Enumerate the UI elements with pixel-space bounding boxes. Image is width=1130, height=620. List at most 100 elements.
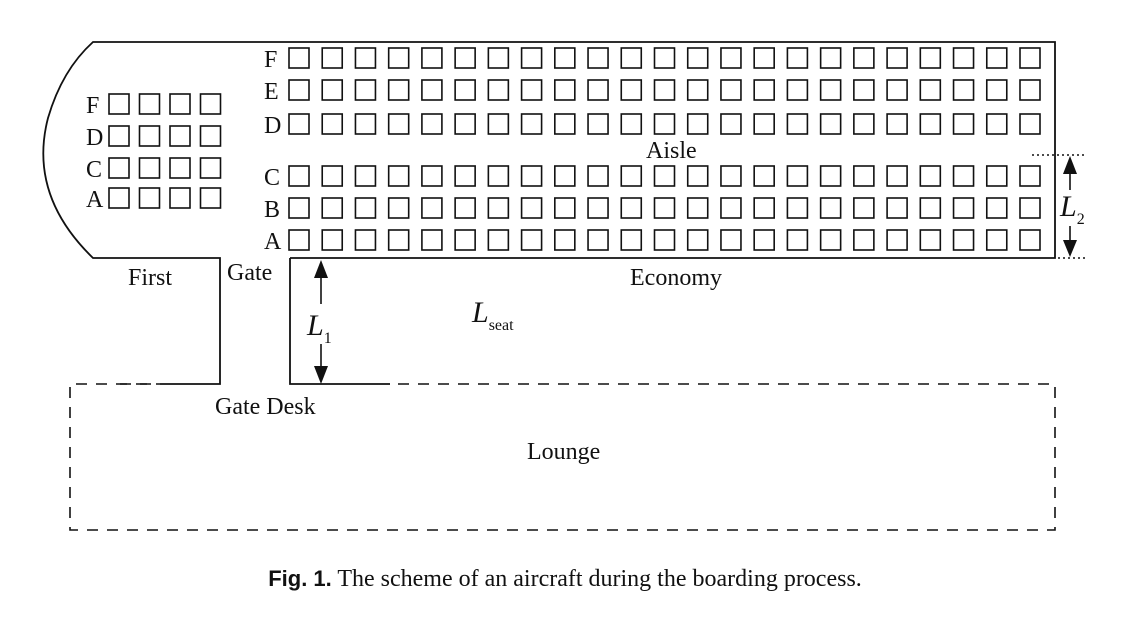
- economy-seat-c-1: [288, 165, 310, 187]
- economy-seat-b-18: [853, 197, 875, 219]
- economy-seat-e-7: [487, 79, 510, 101]
- economy-seat-b-11: [620, 197, 643, 219]
- first-seat-d-2: [138, 125, 161, 147]
- economy-label: Economy: [630, 265, 722, 291]
- economy-seat-e-5: [421, 79, 443, 101]
- gate-label: Gate: [227, 260, 272, 286]
- economy-seat-e-16: [786, 79, 809, 101]
- economy-seat-e-3: [354, 79, 377, 101]
- economy-seat-e-6: [454, 79, 476, 101]
- economy-row-label-d: D: [264, 113, 281, 139]
- first-seat-c-1: [108, 157, 130, 179]
- economy-seat-a-20: [919, 229, 942, 251]
- economy-seat-a-12: [653, 229, 676, 251]
- economy-seat-d-9: [554, 113, 576, 135]
- economy-seat-f-19: [886, 47, 908, 69]
- economy-seat-c-6: [454, 165, 476, 187]
- economy-seat-e-19: [886, 79, 908, 101]
- economy-seat-e-15: [753, 79, 775, 101]
- economy-seat-b-10: [587, 197, 609, 219]
- lounge-label: Lounge: [527, 439, 600, 465]
- economy-seat-f-2: [321, 47, 344, 69]
- gate-desk-label: Gate Desk: [215, 394, 316, 420]
- economy-seat-f-6: [454, 47, 476, 69]
- economy-seat-e-9: [554, 79, 576, 101]
- first-seat-d-1: [108, 125, 130, 147]
- economy-seat-a-23: [1019, 229, 1041, 251]
- economy-seat-c-16: [786, 165, 809, 187]
- economy-seat-a-9: [554, 229, 576, 251]
- economy-seat-a-1: [288, 229, 310, 251]
- figure-caption-label: Fig. 1.: [268, 566, 332, 591]
- economy-seat-c-4: [387, 165, 410, 187]
- economy-seat-b-4: [387, 197, 410, 219]
- economy-seat-a-8: [520, 229, 543, 251]
- economy-seat-e-20: [919, 79, 942, 101]
- economy-seat-f-22: [985, 47, 1008, 69]
- economy-seat-f-8: [520, 47, 543, 69]
- economy-seat-f-12: [653, 47, 676, 69]
- economy-seat-d-17: [819, 113, 842, 135]
- economy-seat-d-10: [587, 113, 609, 135]
- economy-seat-d-18: [853, 113, 875, 135]
- economy-seat-d-20: [919, 113, 942, 135]
- economy-seat-d-11: [620, 113, 643, 135]
- aisle-label: Aisle: [646, 138, 697, 164]
- economy-seat-f-1: [288, 47, 310, 69]
- first-class-seats: [108, 93, 222, 209]
- economy-seat-b-20: [919, 197, 942, 219]
- economy-seat-d-23: [1019, 113, 1041, 135]
- economy-seat-d-7: [487, 113, 510, 135]
- economy-seat-b-23: [1019, 197, 1041, 219]
- economy-seat-f-3: [354, 47, 377, 69]
- economy-seat-d-2: [321, 113, 344, 135]
- economy-seat-f-4: [387, 47, 410, 69]
- lseat-symbol: Lseat: [471, 296, 514, 334]
- economy-seat-f-15: [753, 47, 775, 69]
- economy-seat-c-14: [720, 165, 742, 187]
- economy-seat-f-20: [919, 47, 942, 69]
- economy-seat-b-6: [454, 197, 476, 219]
- economy-seat-a-5: [421, 229, 443, 251]
- economy-seat-f-5: [421, 47, 443, 69]
- economy-seat-a-7: [487, 229, 510, 251]
- l2-symbol: L2: [1059, 190, 1085, 228]
- economy-seat-b-19: [886, 197, 908, 219]
- economy-seat-d-14: [720, 113, 742, 135]
- economy-seat-c-20: [919, 165, 942, 187]
- economy-seat-a-10: [587, 229, 609, 251]
- economy-seat-b-21: [952, 197, 975, 219]
- economy-seat-f-13: [686, 47, 709, 69]
- economy-seat-a-2: [321, 229, 344, 251]
- economy-seat-c-8: [520, 165, 543, 187]
- economy-seat-b-9: [554, 197, 576, 219]
- economy-seat-f-11: [620, 47, 643, 69]
- l1-dimension: L1: [306, 260, 332, 384]
- economy-seat-b-16: [786, 197, 809, 219]
- economy-seat-b-22: [985, 197, 1008, 219]
- economy-seat-e-18: [853, 79, 875, 101]
- economy-seat-f-23: [1019, 47, 1041, 69]
- economy-seat-b-2: [321, 197, 344, 219]
- economy-seat-e-21: [952, 79, 975, 101]
- figure-caption: Fig. 1. The scheme of an aircraft during…: [0, 566, 1130, 593]
- economy-seat-b-3: [354, 197, 377, 219]
- first-seat-f-1: [108, 93, 130, 115]
- economy-seat-d-3: [354, 113, 377, 135]
- economy-seat-c-17: [819, 165, 842, 187]
- economy-row-label-b: B: [264, 197, 280, 223]
- economy-seat-c-10: [587, 165, 609, 187]
- economy-seat-f-16: [786, 47, 809, 69]
- economy-seat-e-14: [720, 79, 742, 101]
- economy-seat-e-10: [587, 79, 609, 101]
- economy-seat-c-22: [985, 165, 1008, 187]
- economy-seat-c-12: [653, 165, 676, 187]
- first-seat-d-3: [169, 125, 191, 147]
- economy-seat-d-19: [886, 113, 908, 135]
- economy-seat-f-7: [487, 47, 510, 69]
- economy-seat-c-23: [1019, 165, 1041, 187]
- economy-seat-d-5: [421, 113, 443, 135]
- economy-seat-f-9: [554, 47, 576, 69]
